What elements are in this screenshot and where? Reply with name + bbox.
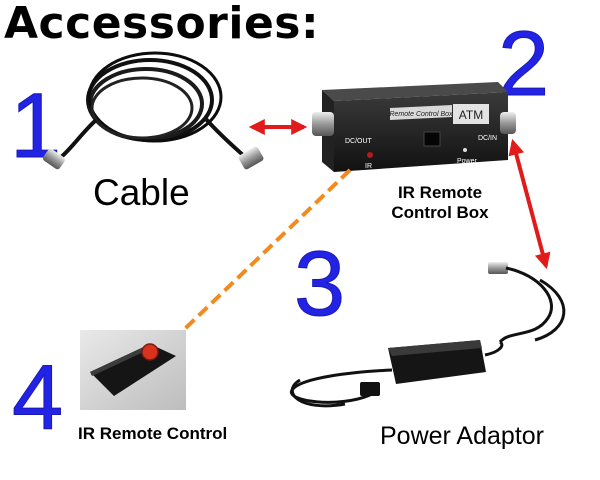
cable-image [42,51,264,170]
ir-label: IR [365,163,372,170]
device-label: Remote Control Box [389,111,453,118]
page-title: Accessories: [4,0,320,49]
item-label-power-adaptor: Power Adaptor [380,422,544,450]
port-label-dc-out: DC/OUT [345,138,373,145]
item-label-control-box-line1: IR Remote [397,183,483,202]
power-label: Power [457,158,478,165]
item-label-cable: Cable [93,172,190,213]
item-number-remote: 4 [11,347,64,449]
arrow-box-adaptor [508,138,551,270]
ir-remote-image [80,330,186,410]
ir-beam [164,168,352,349]
device-badge: ATM [459,108,483,122]
port-label-dc-in: DC/IN [478,135,497,142]
power-adaptor-image [290,262,566,408]
item-label-control-box-line2: Control Box [391,203,489,222]
control-box-image [312,82,516,172]
item-label-control-box: IR Remote Control Box [370,183,510,223]
item-label-remote: IR Remote Control [78,424,228,443]
item-number-power-adaptor: 3 [293,233,346,335]
